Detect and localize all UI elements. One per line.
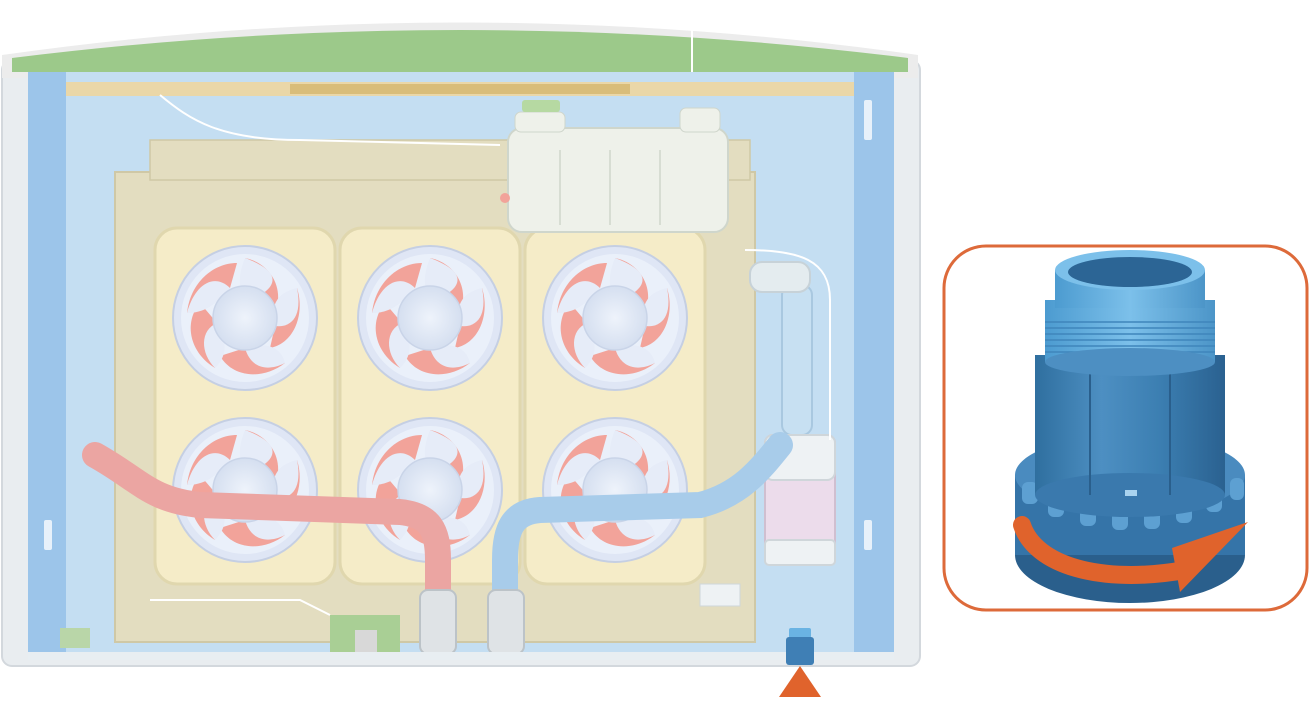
connector-callout (942, 244, 1309, 612)
fan (172, 245, 318, 391)
fan (542, 245, 688, 391)
blue-side-frame-left (28, 72, 66, 657)
fan (542, 417, 688, 563)
curved-arrow-icon (1013, 516, 1194, 584)
fan (172, 417, 318, 563)
green-top-cover (12, 30, 908, 72)
drain-connector (786, 628, 814, 665)
connector-closeup (1015, 250, 1245, 603)
riser-pipe (781, 284, 813, 436)
fan (357, 245, 503, 391)
arrow-head-icon (1172, 522, 1248, 592)
hot-hose (82, 442, 451, 613)
blue-side-frame-right (854, 72, 894, 657)
expansion-tank (500, 100, 729, 233)
cooling-unit-cutaway (1, 22, 921, 667)
triangle-up-icon (779, 666, 821, 697)
cold-hose (492, 432, 793, 613)
